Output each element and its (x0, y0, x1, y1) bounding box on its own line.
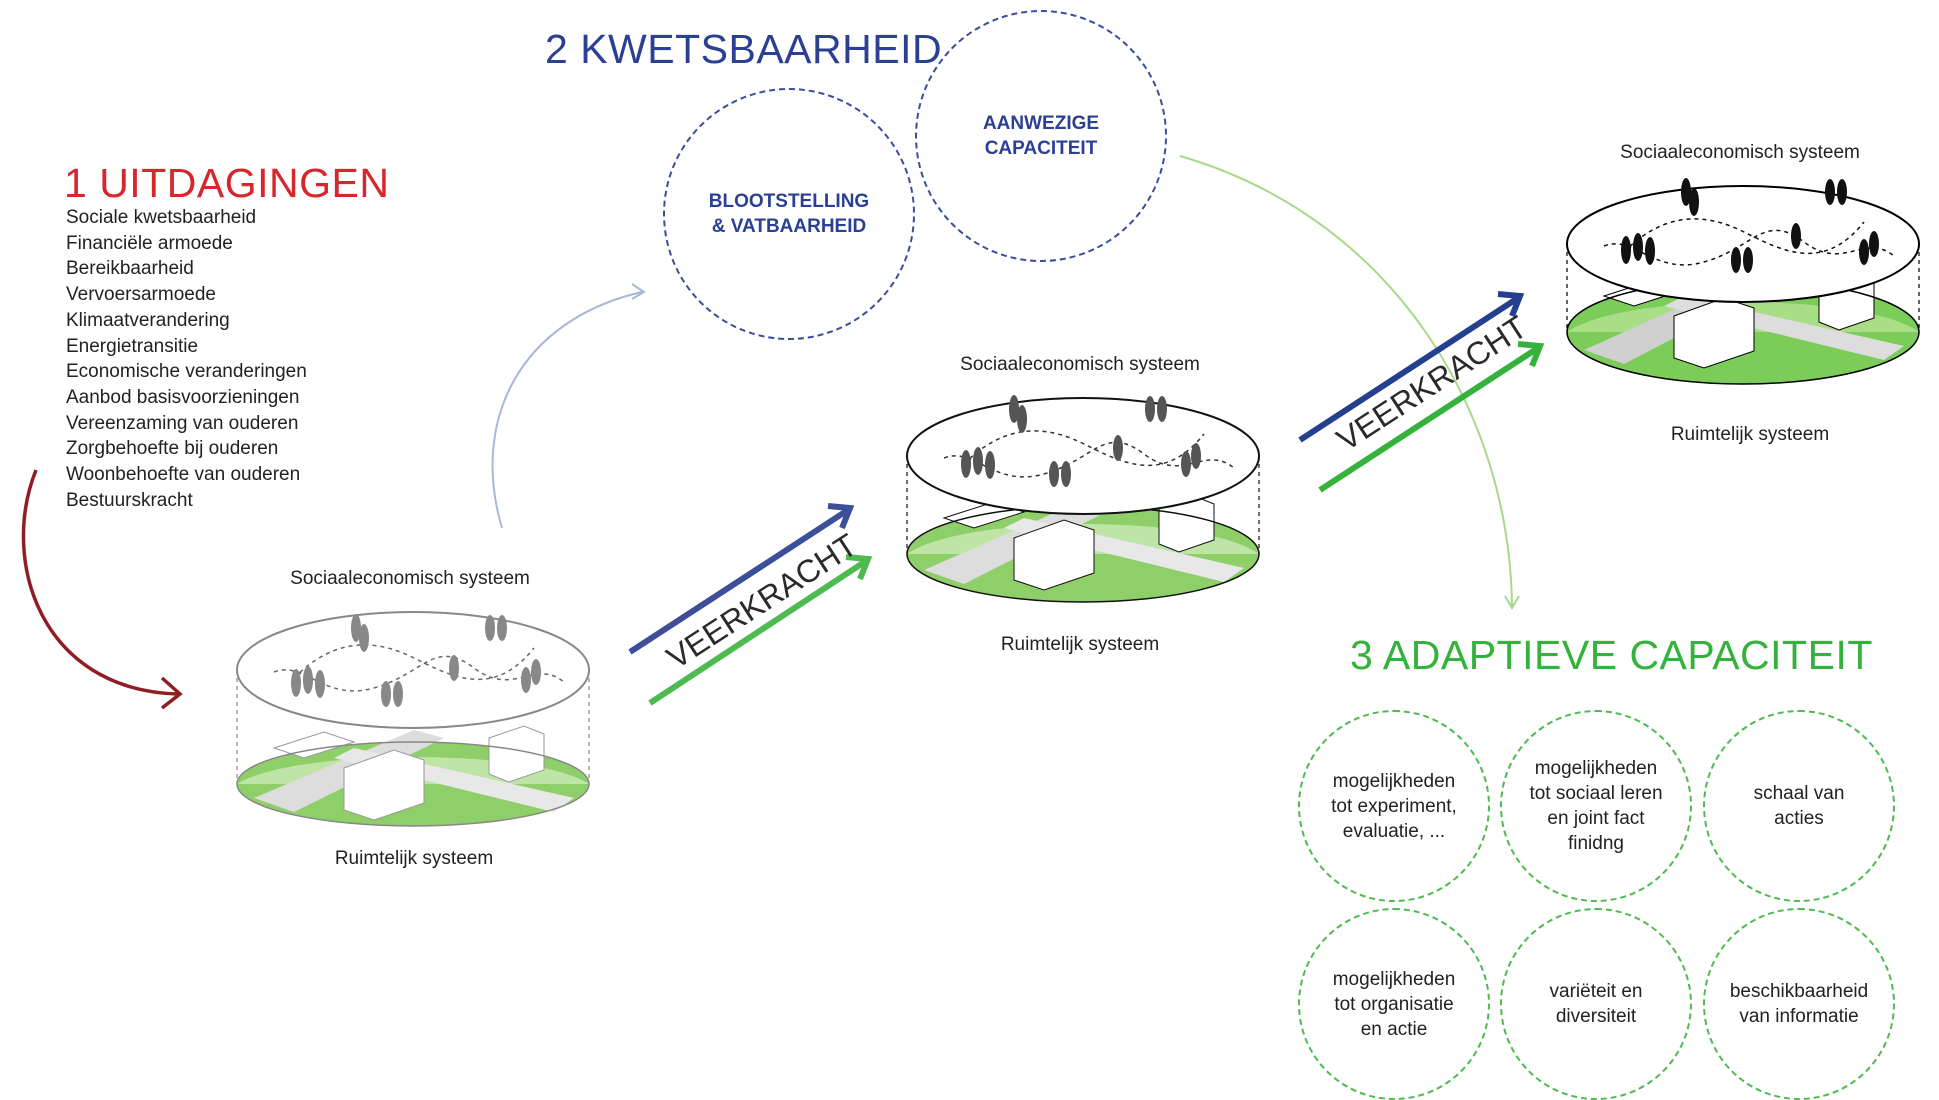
capacity-label: AANWEZIGE CAPACITEIT (982, 113, 1100, 159)
resilience-green-arrow (648, 558, 868, 706)
challenge-arrow (21, 469, 179, 696)
adaptive-curve (1179, 155, 1513, 607)
resilience-blue-arrow (628, 507, 850, 655)
adaptive-circle-label: variëteit en diversiteit (1549, 981, 1643, 1027)
social-system-label: Sociaaleconomisch systeem (960, 354, 1200, 375)
list-item: Vervoersarmoede (66, 284, 216, 306)
list-item: Bereikbaarheid (66, 258, 194, 280)
challenge-arrow-head (160, 676, 183, 710)
list-item: Zorgbehoefte bij ouderen (66, 438, 279, 460)
challenges-title: 1 UITDAGINGEN (64, 160, 390, 206)
list-item: Vereenzaming van ouderen (66, 412, 299, 434)
resilience-blue-arrow (1298, 295, 1520, 443)
system-illustration (234, 598, 592, 828)
system-diagram (236, 611, 590, 827)
resilience-blue-arrow-head (827, 503, 855, 530)
system-illustration (1564, 172, 1922, 402)
exposure-label: BLOOTSTELLING & VATBAARHEID (708, 191, 870, 237)
system-illustration (904, 384, 1262, 614)
list-item: Economische veranderingen (66, 361, 307, 383)
social-system-label: Sociaaleconomisch systeem (1620, 142, 1860, 163)
adaptive-circle-label: mogelijkheden tot organisatie en actie (1332, 968, 1456, 1040)
vulnerability-title: 2 KWETSBAARHEID (545, 26, 943, 72)
system-diagram (1566, 178, 1920, 385)
capacity-circle: AANWEZIGE CAPACITEIT (915, 10, 1167, 262)
resilience-green-arrow-head (845, 554, 873, 581)
vulnerability-curve (491, 291, 643, 529)
adaptive-title: 3 ADAPTIEVE CAPACITEIT (1350, 632, 1873, 678)
adaptive-circle: schaal van acties (1703, 710, 1895, 902)
adaptive-circle-label: schaal van acties (1753, 783, 1845, 829)
resilience-label: VEERKRACHT (1330, 309, 1533, 458)
adaptive-circle-label: mogelijkheden tot experiment, evaluatie,… (1331, 770, 1457, 842)
system-diagram (906, 395, 1260, 603)
list-item: Bestuurskracht (66, 489, 193, 511)
resilience-green-arrow-head (1517, 341, 1545, 368)
adaptive-circle-label: mogelijkheden tot sociaal leren en joint… (1529, 758, 1663, 854)
resilience-blue-arrow-head (1497, 291, 1525, 318)
spatial-system-label: Ruimtelijk systeem (1670, 424, 1830, 445)
list-item: Sociale kwetsbaarheid (66, 207, 257, 228)
challenges-list: Sociale kwetsbaarheid Financiële armoede… (66, 205, 307, 513)
adaptive-circle: mogelijkheden tot sociaal leren en joint… (1500, 710, 1692, 902)
vulnerability-curve-head (631, 283, 646, 300)
adaptive-circle-label: beschikbaarheid van informatie (1729, 981, 1869, 1027)
list-item: Aanbod basisvoorzieningen (66, 386, 300, 408)
resilience-label: VEERKRACHT (660, 527, 863, 676)
list-item: Energietransitie (66, 335, 199, 357)
spatial-system-label: Ruimtelijk systeem (1000, 634, 1160, 655)
list-item: Woonbehoefte van ouderen (66, 464, 301, 486)
list-item: Financiële armoede (66, 232, 233, 254)
social-system-label: Sociaaleconomisch systeem (290, 568, 530, 589)
exposure-circle: BLOOTSTELLING & VATBAARHEID (663, 88, 915, 340)
spatial-system-label: Ruimtelijk systeem (334, 848, 494, 869)
adaptive-curve-head (1504, 595, 1520, 610)
adaptive-circle: mogelijkheden tot experiment, evaluatie,… (1298, 710, 1490, 902)
list-item: Klimaatverandering (66, 309, 230, 331)
resilience-green-arrow (1318, 345, 1540, 493)
